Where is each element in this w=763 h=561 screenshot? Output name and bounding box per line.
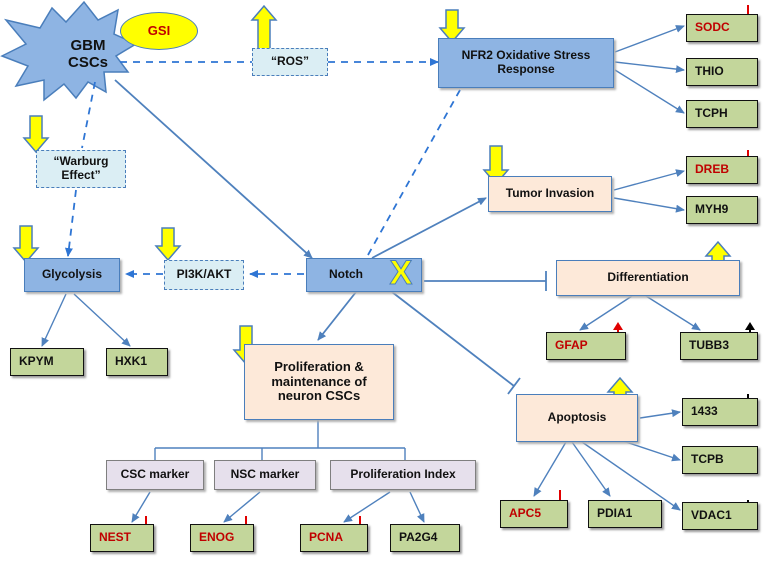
gbm-burst-shape <box>0 0 138 102</box>
edge-nrf2-thio <box>614 61 685 74</box>
gene-enog: ENOG <box>190 524 254 552</box>
notch-node: Notch <box>306 258 422 292</box>
ros-node: “ROS” <box>252 48 328 76</box>
gene-gfap: GFAP <box>546 332 626 360</box>
gene-kpym: KPYM <box>10 348 84 376</box>
edge-apop-1433 <box>639 409 681 419</box>
apoptosis-node: Apoptosis <box>516 394 638 442</box>
gene-tcpb: TCPB <box>682 446 758 474</box>
pi3k-akt-node: PI3K/AKT <box>164 260 244 290</box>
gene-pcna: PCNA <box>300 524 368 552</box>
edge-nsc-enog <box>223 491 261 523</box>
edge-glyc-kpym <box>41 293 67 347</box>
edge-nrf2-notch <box>367 89 461 256</box>
gene-tcph: TCPH <box>686 100 758 128</box>
edge-tumor-myh9 <box>613 197 685 213</box>
gbm-cscs-label: GBM CSCs <box>67 36 108 71</box>
edge-apop-pdia1 <box>571 441 611 497</box>
up-arrow-icon <box>250 4 278 51</box>
proliferation-node: Proliferation & maintenance of neuron CS… <box>244 344 394 420</box>
gene-tubb3: TUBB3 <box>680 332 758 360</box>
down-arrow-icon <box>438 9 466 44</box>
gene-dreb: DREB <box>686 156 758 184</box>
edge-glyc-hxk1 <box>73 293 131 347</box>
gene-vdac1: VDAC1 <box>682 502 758 530</box>
gene-sodc: SODC <box>686 14 758 42</box>
csc-marker-node: CSC marker <box>106 460 204 490</box>
gene-1433: 1433 <box>682 398 758 426</box>
nrf2-node: NFR2 Oxidative Stress Response <box>438 38 614 88</box>
gene-myh9: MYH9 <box>686 196 758 224</box>
down-arrow-icon <box>22 115 50 154</box>
gene-hxk1: HXK1 <box>106 348 168 376</box>
edge-nrf2-sodc <box>614 25 685 53</box>
edge-gbm-warburg <box>81 81 96 149</box>
down-arrow-icon <box>154 227 182 262</box>
nsc-marker-node: NSC marker <box>214 460 316 490</box>
edge-notch-prolif <box>317 291 357 341</box>
edge-gbm-notch <box>114 79 313 259</box>
edge-tumor-dreb <box>613 169 685 191</box>
down-arrow-icon <box>12 225 40 264</box>
differentiation-node: Differentiation <box>556 260 740 296</box>
gene-pa2g4: PA2G4 <box>390 524 460 552</box>
gene-thio: THIO <box>686 58 758 86</box>
edge-notch-tumor <box>371 197 487 259</box>
edge-pi-pcna <box>343 491 391 523</box>
edge-diff-tubb3 <box>645 295 701 331</box>
edge-csc-nest <box>131 491 151 523</box>
notch-inhibition-mark: X <box>389 254 413 293</box>
edge-notch-apoptosis-bar <box>507 377 521 395</box>
edge-nrf2-tcph <box>614 69 685 114</box>
edge-diff-gfap <box>579 295 633 331</box>
edge-apop-vdac1 <box>581 441 681 511</box>
edge-pi-pa2g4 <box>409 491 425 523</box>
edge-notch-apoptosis <box>391 291 515 387</box>
gene-apc5: APC5 <box>500 500 568 528</box>
tumor-invasion-node: Tumor Invasion <box>488 176 612 212</box>
proliferation-index-node: Proliferation Index <box>330 460 476 490</box>
edge-apop-tcpb <box>619 439 681 462</box>
gsi-badge: GSI <box>120 12 198 50</box>
edge-warburg-glycolysis <box>64 189 77 257</box>
gene-nest: NEST <box>90 524 154 552</box>
gene-pdia1: PDIA1 <box>588 500 662 528</box>
warburg-node: “Warburg Effect” <box>36 150 126 188</box>
glycolysis-node: Glycolysis <box>24 258 120 292</box>
edge-apop-apc5 <box>533 441 567 497</box>
